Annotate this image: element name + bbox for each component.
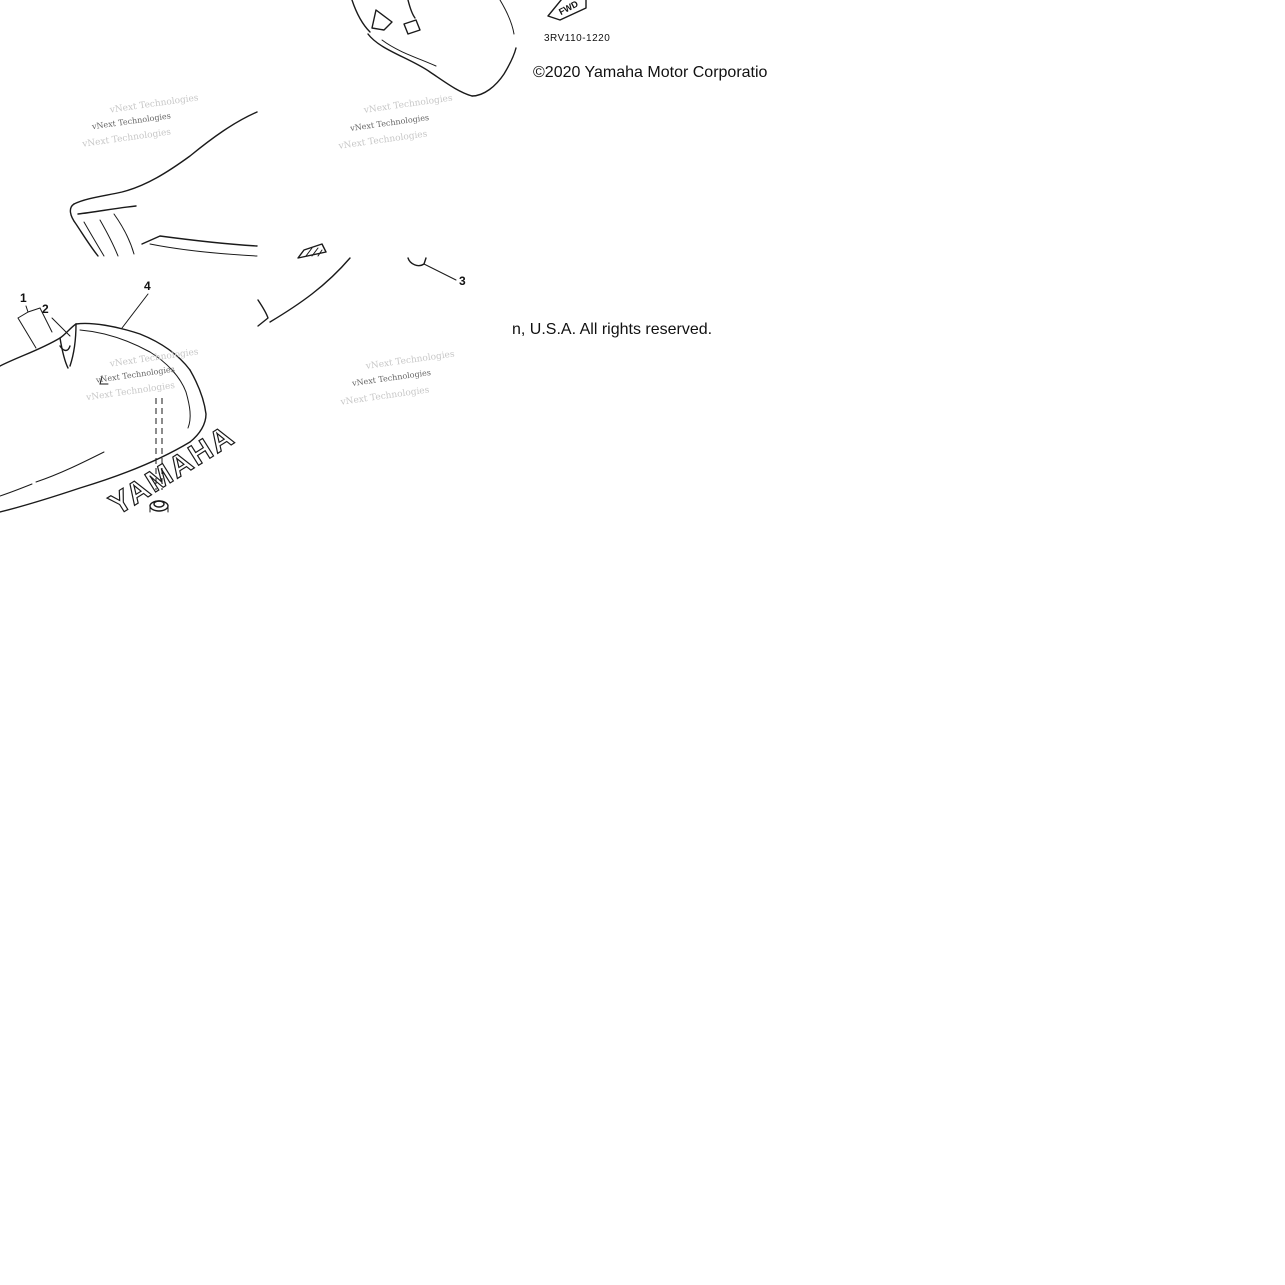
tile-seat-front: 1 2 4 YAMAHA — [0, 279, 241, 522]
diagram-part-code: 3RV110-1220 — [544, 33, 610, 44]
copyright-line-1: ©2020 Yamaha Motor Corporatio — [533, 64, 768, 81]
watermark: vNext Technologies — [351, 368, 432, 388]
watermark-ghost: vNext Technologies — [339, 385, 430, 408]
copyright-line-2: n, U.S.A. All rights reserved. — [512, 321, 712, 338]
watermark-ghost: vNext Technologies — [362, 93, 453, 116]
grommet-icon — [149, 500, 169, 513]
callout-4: 4 — [144, 279, 151, 293]
tile-seat-top — [69, 111, 258, 257]
watermarks: vNext Technologies vNext Technologies vN… — [81, 93, 456, 408]
forward-arrow-icon: FWD — [547, 0, 587, 21]
tile-seat-side: 3 n, U.S.A. All rights reserved. — [257, 243, 712, 338]
forward-marker: FWD — [557, 0, 580, 17]
callout-3: 3 — [459, 274, 466, 288]
brand-lettering: YAMAHA — [104, 419, 241, 522]
watermark-ghost: vNext Technologies — [108, 93, 199, 116]
watermark-ghost: vNext Technologies — [108, 347, 199, 370]
watermark-ghost: vNext Technologies — [364, 349, 455, 372]
callout-1: 1 — [20, 291, 27, 305]
callout-2: 2 — [42, 302, 49, 316]
tile-seat-rear: FWD 3RV110-1220 ©2020 Yamaha Motor Corpo… — [351, 0, 768, 97]
